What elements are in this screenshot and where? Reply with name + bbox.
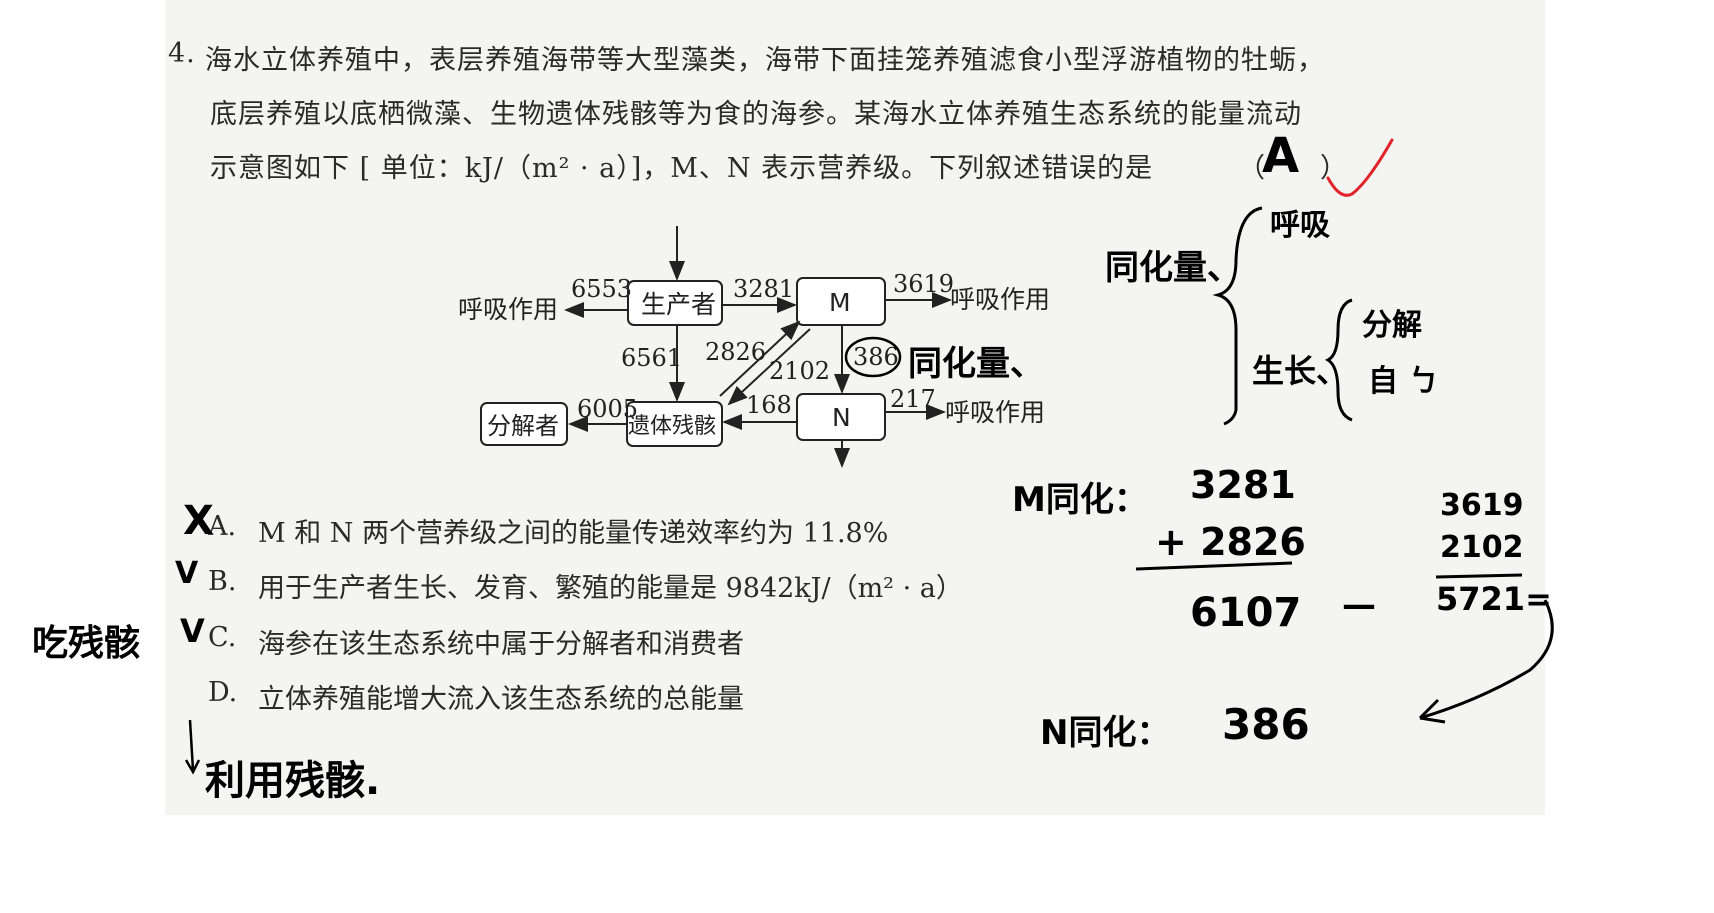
note-d: 利用残骸. — [205, 758, 381, 804]
producer-box — [627, 280, 723, 326]
m-label: M — [829, 288, 851, 317]
option-b-text: 用于生产者生长、发育、繁殖的能量是 9842kJ/（m² · a） — [258, 573, 963, 604]
value-3619: 3619 — [893, 270, 954, 298]
option-d-label: D. — [208, 677, 238, 708]
n-assim-label: N同化： — [1040, 713, 1171, 753]
value-6005: 6005 — [577, 395, 638, 423]
value-6553: 6553 — [571, 275, 632, 303]
circle-386-mark — [844, 336, 902, 378]
option-c-text: 海参在该生态系统中属于分解者和消费者 — [258, 629, 744, 660]
brace-big — [1212, 206, 1263, 426]
value-2102: 2102 — [769, 357, 830, 385]
calc-dash: — — [1342, 585, 1376, 625]
calc-5721: 5721= — [1436, 580, 1552, 618]
value-217: 217 — [890, 385, 936, 413]
n-label: N — [832, 403, 851, 432]
answer-paren-left: （ — [1238, 153, 1266, 184]
n-box — [796, 393, 886, 441]
note-386: 同化量、 — [908, 344, 1044, 384]
question-number: 4. — [168, 38, 196, 69]
remains-to-m-arrow — [719, 320, 801, 397]
growth-label: 生长、 — [1252, 352, 1349, 390]
calc-6107: 6107 — [1190, 590, 1302, 636]
curved-arrow-head — [1418, 698, 1446, 724]
brace-small — [1324, 298, 1353, 422]
assim-label: 同化量、 — [1105, 248, 1241, 288]
decomposer-label: 分解者 — [487, 412, 559, 440]
m-box — [796, 277, 886, 326]
calc-3619: 3619 — [1440, 488, 1524, 523]
d-down-arrow — [184, 719, 201, 775]
decomp-label: 分解 — [1362, 308, 1422, 343]
option-a-text: M 和 N 两个营养级之间的能量传递效率约为 11.8% — [258, 518, 889, 549]
respiration-n-label: 呼吸作用 — [945, 398, 1045, 427]
producer-label: 生产者 — [641, 290, 716, 319]
option-b-label: B. — [208, 566, 237, 597]
question-line-3: 示意图如下 [ 单位：kJ/（m² · a）]，M、N 表示营养级。下列叙述错误… — [210, 153, 1154, 184]
respiration-left-label: 呼吸作用 — [458, 295, 558, 324]
respiration-m-label: 呼吸作用 — [950, 285, 1050, 314]
calc-2102: 2102 — [1440, 530, 1524, 565]
option-d-text: 立体养殖能增大流入该生态系统的总能量 — [258, 684, 744, 715]
check-mark — [1326, 138, 1394, 197]
mark-b: V — [175, 556, 199, 591]
option-a-label: A. — [208, 511, 237, 542]
value-6561: 6561 — [621, 344, 682, 372]
value-386: 386 — [853, 343, 899, 371]
sum-line-left — [1135, 561, 1293, 571]
option-c-label: C. — [208, 622, 237, 653]
note-c: 吃残骸 — [32, 623, 141, 664]
mark-a: X — [183, 498, 214, 544]
calc-2826: + 2826 — [1155, 520, 1306, 564]
handwritten-answer: A — [1262, 128, 1300, 184]
remains-label: 遗体残骸 — [628, 414, 716, 439]
decomposer-box — [480, 402, 568, 446]
sum-line-right — [1435, 573, 1523, 579]
calc-3281: 3281 — [1190, 463, 1296, 507]
question-line-2: 底层养殖以底栖微藻、生物遗体残骸等为食的海参。某海水立体养殖生态系统的能量流动 — [210, 99, 1302, 130]
resp-label: 呼吸 — [1270, 208, 1330, 243]
next-label: 自 ㄅ — [1368, 364, 1439, 399]
question-line-1: 海水立体养殖中，表层养殖海带等大型藻类，海带下面挂笼养殖滤食小型浮游植物的牡蛎， — [205, 45, 1325, 76]
value-168: 168 — [746, 391, 792, 419]
m-assim-label: M同化： — [1012, 480, 1148, 520]
mark-c: V — [180, 612, 205, 650]
calc-386: 386 — [1222, 700, 1310, 749]
m-to-remains-arrow — [727, 328, 811, 406]
value-3281: 3281 — [733, 275, 794, 303]
value-2826: 2826 — [705, 338, 766, 366]
answer-paren-right: ） — [1320, 153, 1348, 184]
curved-arrow — [1419, 599, 1554, 720]
